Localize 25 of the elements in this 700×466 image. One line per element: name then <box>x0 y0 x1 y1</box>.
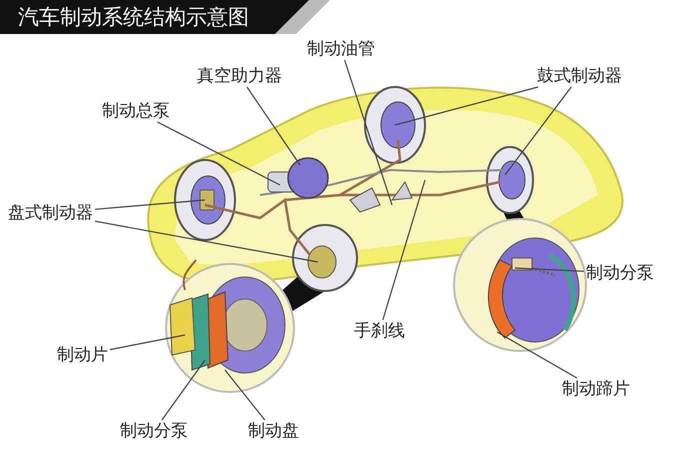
part-label: 手刹线 <box>352 320 407 342</box>
part-label: 制动蹄片 <box>560 378 632 400</box>
part-label: 制动总泵 <box>100 100 172 122</box>
leader-line <box>157 121 280 186</box>
leader-line <box>94 220 318 263</box>
part-label: 真空助力器 <box>195 65 284 87</box>
leader-line <box>94 199 206 210</box>
leader-line <box>514 267 584 272</box>
leader-line <box>344 60 393 206</box>
leader-line <box>246 86 300 166</box>
part-label: 鼓式制动器 <box>535 65 624 87</box>
part-label: 制动盘 <box>246 420 301 442</box>
part-label: 制动分泵 <box>584 262 656 284</box>
leader-line <box>394 86 538 126</box>
part-label: 制动片 <box>55 344 110 366</box>
part-label: 制动油管 <box>305 38 377 60</box>
leader-line <box>161 360 206 420</box>
leader-line <box>496 331 578 379</box>
part-label: 盘式制动器 <box>6 202 95 224</box>
leader-line <box>110 334 186 350</box>
title-banner: 汽车制动系统结构示意图 <box>0 0 309 34</box>
part-label: 制动分泵 <box>118 420 190 442</box>
leader-line <box>504 86 572 176</box>
leader-line <box>382 180 426 320</box>
leader-line <box>224 370 266 420</box>
